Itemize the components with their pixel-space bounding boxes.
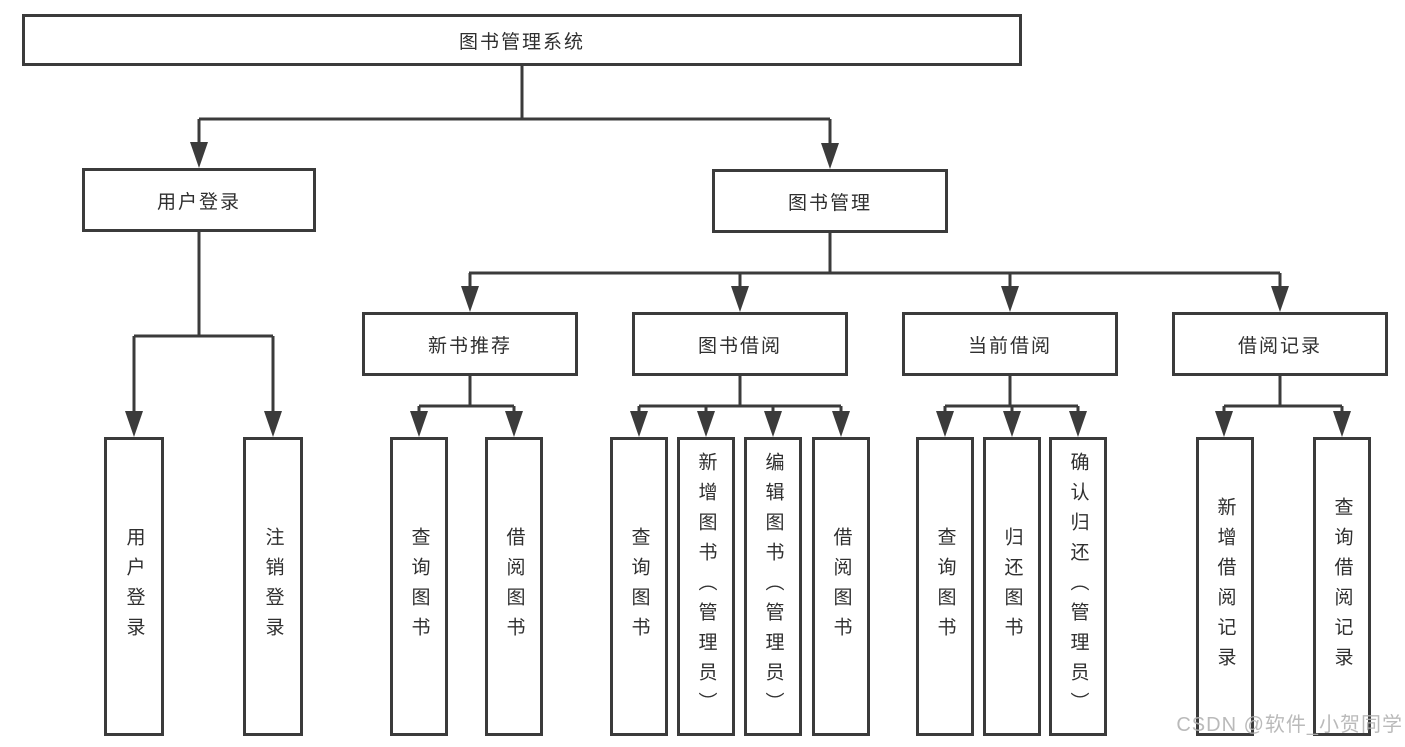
leaf-add-book-admin: 新增图书（管理员）: [677, 437, 735, 736]
leaf-current-query-book: 查询图书: [916, 437, 974, 736]
node-new-book-recommend: 新书推荐: [362, 312, 578, 376]
leaf-add-borrow-record: 新增借阅记录: [1196, 437, 1254, 736]
leaf-borrow-query-book: 查询图书: [610, 437, 668, 736]
leaf-confirm-return-admin: 确认归还（管理员）: [1049, 437, 1107, 736]
leaf-user-login: 用户登录: [104, 437, 164, 736]
node-current-borrowing: 当前借阅: [902, 312, 1118, 376]
node-root-library-system: 图书管理系统: [22, 14, 1022, 66]
node-user-login: 用户登录: [82, 168, 316, 232]
leaf-logout: 注销登录: [243, 437, 303, 736]
leaf-query-borrow-record: 查询借阅记录: [1313, 437, 1371, 736]
leaf-newbook-query-book: 查询图书: [390, 437, 448, 736]
node-book-borrowing: 图书借阅: [632, 312, 848, 376]
node-borrow-records: 借阅记录: [1172, 312, 1388, 376]
leaf-edit-book-admin: 编辑图书（管理员）: [744, 437, 802, 736]
leaf-return-book: 归还图书: [983, 437, 1041, 736]
leaf-newbook-borrow-book: 借阅图书: [485, 437, 543, 736]
node-book-management: 图书管理: [712, 169, 948, 233]
leaf-borrow-book: 借阅图书: [812, 437, 870, 736]
